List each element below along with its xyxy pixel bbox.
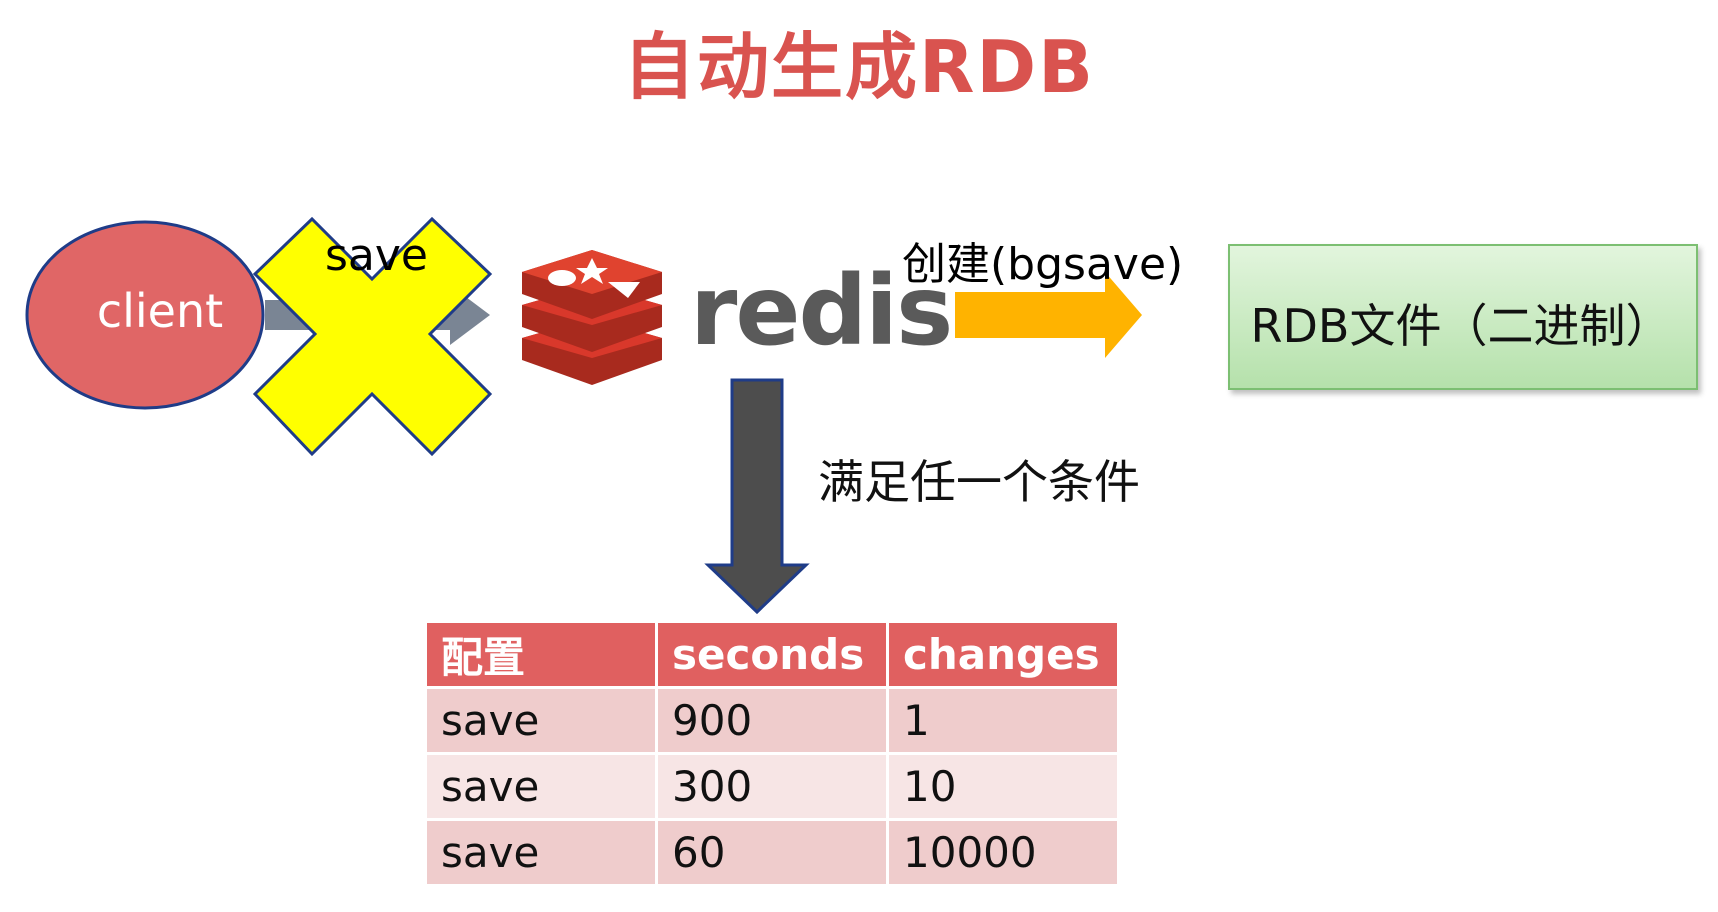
table-row: save 300 10	[427, 755, 1117, 818]
table-header-cell: seconds	[658, 623, 886, 686]
table-row: save 900 1	[427, 689, 1117, 752]
rdb-file-label: RDB文件（二进制）	[1250, 299, 1672, 353]
bgsave-arrow-label: 创建(bgsave)	[902, 239, 1184, 290]
table-cell: save	[427, 755, 655, 818]
condition-arrow	[704, 378, 810, 615]
condition-label: 满足任一个条件	[818, 455, 1140, 509]
table-header-cell: 配置	[427, 623, 655, 686]
table-header-cell: changes	[889, 623, 1117, 686]
table-cell: 10000	[889, 821, 1117, 884]
bgsave-arrow	[955, 272, 1142, 358]
redis-logo-icon	[522, 250, 662, 385]
table-cell: 60	[658, 821, 886, 884]
table-cell: 900	[658, 689, 886, 752]
table-cell: 1	[889, 689, 1117, 752]
table-cell: save	[427, 689, 655, 752]
blocked-cross-icon	[252, 216, 493, 457]
table-row: save 60 10000	[427, 821, 1117, 884]
table-header-row: 配置 seconds changes	[427, 623, 1117, 686]
client-node	[25, 220, 265, 410]
page-title: 自动生成RDB	[622, 25, 1096, 109]
table-cell: 300	[658, 755, 886, 818]
table-cell: 10	[889, 755, 1117, 818]
rdb-file-node	[1228, 244, 1698, 390]
redis-wordmark: redis	[690, 255, 953, 367]
table-cell: save	[427, 821, 655, 884]
client-label: client	[96, 284, 224, 338]
save-config-table: 配置 seconds changes save 900 1 save 300 1…	[424, 620, 1120, 887]
save-arrow-label: save	[325, 230, 428, 281]
